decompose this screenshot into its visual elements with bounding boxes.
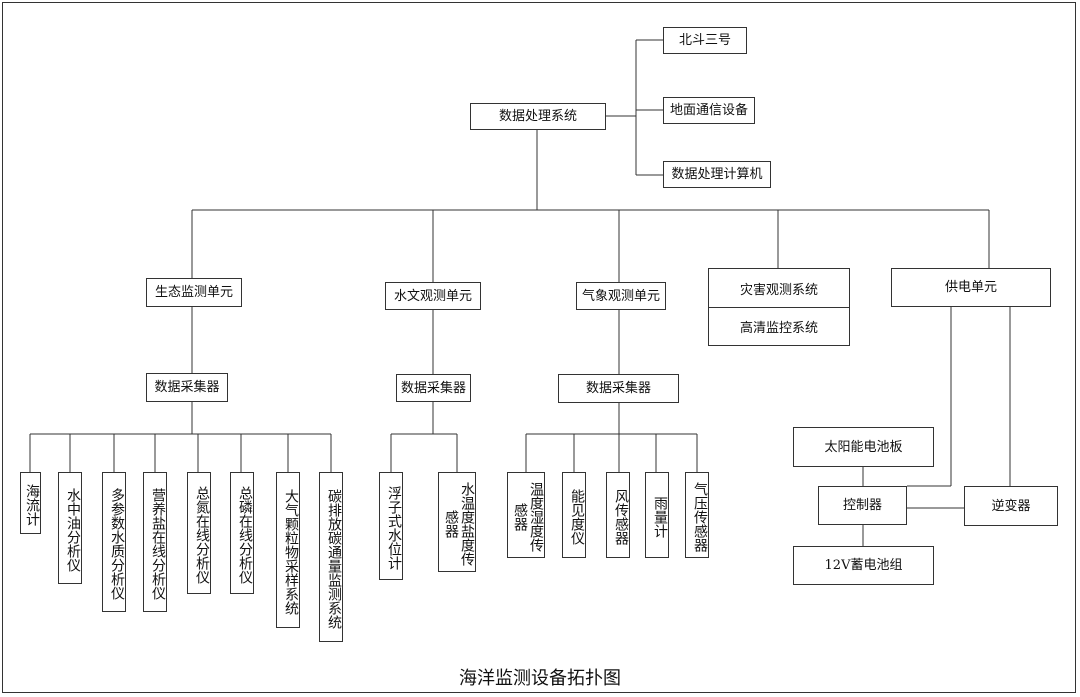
meteo-sensor-box: 风传感器 bbox=[606, 472, 630, 558]
eco-unit-box: 生态监测单元 bbox=[146, 278, 242, 307]
meteo-sensor-box: 雨量计 bbox=[645, 472, 669, 558]
solar-panel-box: 太阳能电池板 bbox=[793, 427, 934, 467]
diagram-caption: 海洋监测设备拓扑图 bbox=[459, 668, 621, 689]
eco-sensor-box: 大气颗粒物采样系统 bbox=[276, 472, 300, 628]
hydro-sensor-box: 水温度盐度传感器 bbox=[438, 472, 476, 572]
beidou-box: 北斗三号 bbox=[663, 27, 747, 54]
eco-sensor-box: 碳排放碳通量监测系统 bbox=[319, 472, 343, 642]
eco-sensor-box: 总磷在线分析仪 bbox=[230, 472, 254, 594]
power-unit-box: 供电单元 bbox=[891, 268, 1051, 307]
hydro-collector-box: 数据采集器 bbox=[396, 374, 471, 402]
eco-sensor-box: 水中油分析仪 bbox=[58, 472, 82, 584]
controller-box: 控制器 bbox=[818, 486, 907, 525]
eco-sensor-box: 总氮在线分析仪 bbox=[187, 472, 211, 594]
processing-computer-box: 数据处理计算机 bbox=[663, 161, 771, 188]
ground-comm-box: 地面通信设备 bbox=[663, 97, 755, 124]
hydro-sensor-box: 浮子式水位计 bbox=[379, 472, 403, 580]
meteo-sensor-box: 温度湿度传感器 bbox=[507, 472, 545, 558]
disaster-system-box: 灾害观测系统 高清监控系统 bbox=[708, 268, 850, 346]
hydro-unit-box: 水文观测单元 bbox=[385, 282, 481, 310]
battery-box: 12V蓄电池组 bbox=[793, 546, 934, 585]
eco-sensor-box: 多参数水质分析仪 bbox=[102, 472, 126, 612]
inverter-box: 逆变器 bbox=[964, 486, 1058, 526]
meteo-unit-box: 气象观测单元 bbox=[576, 282, 666, 310]
meteo-sensor-box: 能见度仪 bbox=[562, 472, 586, 558]
hd-monitor-label: 高清监控系统 bbox=[739, 320, 818, 336]
eco-sensor-box: 营养盐在线分析仪 bbox=[143, 472, 167, 612]
eco-sensor-box: 海流计 bbox=[20, 472, 41, 534]
disaster-label: 灾害观测系统 bbox=[709, 269, 849, 308]
data-processing-system-box: 数据处理系统 bbox=[470, 103, 606, 130]
eco-collector-box: 数据采集器 bbox=[146, 373, 228, 402]
meteo-sensor-box: 气压传感器 bbox=[685, 472, 709, 558]
meteo-collector-box: 数据采集器 bbox=[558, 374, 679, 403]
